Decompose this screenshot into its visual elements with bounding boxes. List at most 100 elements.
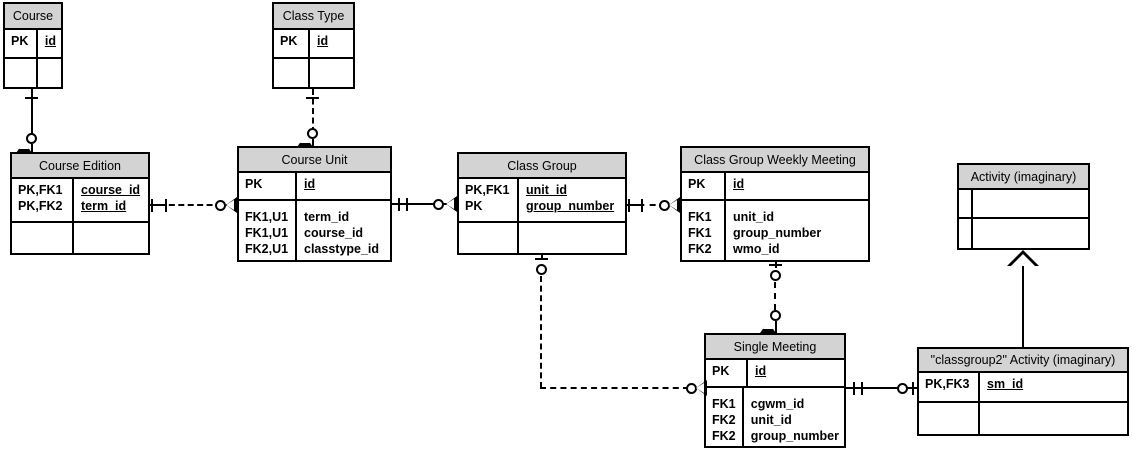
cardinality-zero-circle bbox=[770, 270, 781, 281]
entity-course-unit-pk-keys: PK bbox=[239, 173, 297, 199]
cardinality-zero-circle bbox=[897, 383, 908, 394]
connector-line-bar-link bbox=[152, 204, 166, 206]
entity-course-attr-keys bbox=[5, 59, 38, 87]
entity-cgwm-pk-attrs: id bbox=[733, 177, 745, 191]
entity-classgroup2-attr-keys bbox=[919, 403, 980, 434]
entity-activity-pk-attrs bbox=[973, 190, 985, 217]
entity-activity-attr-attrs bbox=[973, 219, 985, 248]
cardinality-zero-circle bbox=[215, 200, 226, 211]
crows-foot-notch bbox=[446, 199, 454, 209]
entity-course-edition[interactable]: Course Edition PK,FK1 PK,FK2 course_id t… bbox=[10, 152, 150, 255]
entity-class-group-attr-keys bbox=[459, 223, 519, 253]
entity-classgroup2-attr-attrs bbox=[980, 403, 992, 434]
connector-line bbox=[774, 282, 776, 310]
entity-single-meeting-pk-keys: PK bbox=[706, 360, 748, 386]
entity-class-type-pk-attrs: id bbox=[317, 34, 329, 48]
entity-cgwm-title: Class Group Weekly Meeting bbox=[682, 148, 868, 173]
entity-class-type-title: Class Type bbox=[274, 4, 353, 30]
entity-class-type-attr-section bbox=[274, 59, 353, 87]
connector-line-lower bbox=[312, 139, 314, 147]
entity-cgwm-pk-section: PK id bbox=[682, 173, 868, 201]
cardinality-one-bar bbox=[853, 382, 855, 395]
entity-class-type-pk-section: PK id bbox=[274, 30, 353, 59]
crows-foot-notch bbox=[226, 200, 234, 210]
entity-course-unit-title: Course Unit bbox=[239, 148, 390, 173]
connector-line bbox=[312, 89, 314, 133]
entity-cgwm-attr-keys: FK1 FK1 FK2 bbox=[682, 201, 726, 260]
entity-single-meeting-attr-section: FK1 FK2 FK2 cgwm_id unit_id group_number bbox=[706, 388, 844, 446]
entity-class-group-pk-keys: PK,FK1 PK bbox=[459, 179, 519, 221]
entity-course-pk-section: PK id bbox=[5, 30, 61, 59]
entity-class-group-attr-attrs bbox=[519, 223, 531, 253]
connector-line-lower bbox=[775, 321, 777, 333]
connector-line-lower bbox=[31, 144, 33, 153]
entity-classgroup2-attr-section bbox=[919, 403, 1127, 434]
entity-activity-title: Activity (imaginary) bbox=[959, 165, 1088, 190]
entity-course-title: Course bbox=[5, 4, 61, 30]
entity-classgroup2-activity[interactable]: "classgroup2" Activity (imaginary) PK,FK… bbox=[917, 347, 1129, 436]
entity-class-type[interactable]: Class Type PK id bbox=[272, 2, 355, 89]
entity-single-meeting[interactable]: Single Meeting PK id FK1 FK2 FK2 cgwm_id… bbox=[704, 333, 846, 448]
crows-foot-notch bbox=[300, 135, 310, 143]
entity-single-meeting-pk-attrs: id bbox=[755, 364, 767, 378]
entity-cgwm-pk-keys: PK bbox=[682, 173, 726, 199]
entity-course[interactable]: Course PK id bbox=[3, 2, 63, 89]
cardinality-one-bar-2 bbox=[641, 199, 643, 212]
entity-classgroup2-pk-attrs: sm_id bbox=[987, 377, 1024, 391]
connector-line bbox=[31, 89, 33, 137]
entity-class-group[interactable]: Class Group PK,FK1 PK unit_id group_numb… bbox=[457, 152, 627, 255]
entity-cgwm-attr-attrs: unit_id group_number wmo_id bbox=[733, 210, 822, 256]
entity-course-unit[interactable]: Course Unit PK id FK1,U1 FK1,U1 FK2,U1 t… bbox=[237, 146, 392, 262]
entity-course-unit-attr-section: FK1,U1 FK1,U1 FK2,U1 term_id course_id c… bbox=[239, 201, 390, 260]
entity-course-attr-attrs bbox=[38, 59, 50, 87]
entity-class-group-attr-section bbox=[459, 223, 625, 253]
entity-course-edition-attr-attrs bbox=[74, 223, 86, 253]
connector-line bbox=[627, 204, 667, 206]
entity-class-group-pk-section: PK,FK1 PK unit_id group_number bbox=[459, 179, 625, 223]
entity-course-edition-attr-keys bbox=[12, 223, 74, 253]
entity-course-unit-pk-section: PK id bbox=[239, 173, 390, 201]
crows-foot-notch bbox=[696, 383, 704, 393]
entity-activity-attr-keys bbox=[959, 219, 973, 248]
entity-course-unit-pk-attrs: id bbox=[304, 177, 316, 191]
connector-line bbox=[1022, 262, 1024, 347]
entity-activity-pk-keys bbox=[959, 190, 973, 217]
entity-class-type-pk-keys: PK bbox=[274, 30, 310, 57]
entity-activity-attr-section bbox=[959, 219, 1088, 248]
entity-class-group-weekly-meeting[interactable]: Class Group Weekly Meeting PK id FK1 FK1… bbox=[680, 146, 870, 262]
cardinality-one-bar-2 bbox=[406, 198, 408, 211]
entity-activity-imaginary[interactable]: Activity (imaginary) bbox=[957, 163, 1090, 250]
cardinality-one-bar-2 bbox=[165, 199, 167, 212]
entity-cgwm-attr-section: FK1 FK1 FK2 unit_id group_number wmo_id bbox=[682, 201, 868, 260]
entity-course-edition-pk-attrs: course_id term_id bbox=[81, 183, 141, 213]
entity-course-unit-attr-keys: FK1,U1 FK1,U1 FK2,U1 bbox=[239, 201, 297, 260]
entity-classgroup2-pk-keys: PK,FK3 bbox=[919, 373, 980, 401]
entity-classgroup2-pk-section: PK,FK3 sm_id bbox=[919, 373, 1127, 403]
entity-single-meeting-attr-attrs: cgwm_id unit_id group_number bbox=[750, 397, 839, 443]
cardinality-one-bar bbox=[25, 97, 38, 99]
cardinality-one-bar bbox=[306, 97, 319, 99]
entity-classgroup2-title: "classgroup2" Activity (imaginary) bbox=[919, 349, 1127, 373]
entity-single-meeting-title: Single Meeting bbox=[706, 335, 844, 360]
connector-line-top-stub bbox=[775, 262, 777, 268]
entity-course-edition-attr-section bbox=[12, 223, 148, 253]
entity-single-meeting-attr-keys: FK1 FK2 FK2 bbox=[706, 388, 744, 446]
connector-line bbox=[392, 203, 457, 205]
entity-course-edition-pk-keys: PK,FK1 PK,FK2 bbox=[12, 179, 74, 221]
entity-activity-pk-section bbox=[959, 190, 1088, 219]
entity-class-group-title: Class Group bbox=[459, 154, 625, 179]
connector-line-vertical bbox=[540, 276, 542, 388]
entity-course-unit-attr-attrs: term_id course_id classtype_id bbox=[304, 210, 380, 256]
entity-class-group-pk-attrs: unit_id group_number bbox=[526, 183, 615, 213]
connector-line-horizontal bbox=[540, 387, 689, 389]
entity-course-pk-attrs: id bbox=[44, 34, 56, 48]
entity-course-edition-pk-section: PK,FK1 PK,FK2 course_id term_id bbox=[12, 179, 148, 223]
cardinality-zero-circle bbox=[536, 264, 547, 275]
connector-line-bar-link bbox=[629, 204, 642, 206]
cardinality-one-bar-3 bbox=[912, 382, 914, 395]
entity-course-edition-title: Course Edition bbox=[12, 154, 148, 179]
crows-foot-notch bbox=[19, 141, 29, 149]
cardinality-zero-circle bbox=[433, 199, 444, 210]
cardinality-one-bar bbox=[398, 198, 400, 211]
